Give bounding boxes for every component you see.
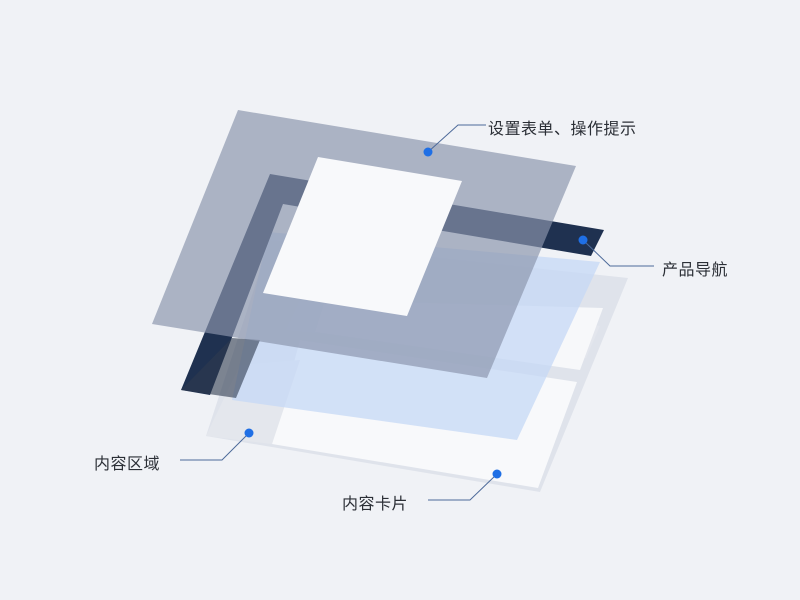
accent-dots (244, 147, 588, 479)
label-form-tips: 设置表单、操作提示 (488, 119, 637, 138)
dot-content-card (492, 469, 502, 479)
form-tips-layer (152, 110, 576, 378)
label-content-area: 内容区域 (94, 454, 161, 473)
label-content-card: 内容卡片 (342, 494, 409, 513)
dot-product-nav (578, 235, 588, 245)
leader-content-card (428, 473, 498, 501)
leader-product-nav (582, 239, 654, 267)
leader-form-tips (427, 124, 486, 153)
label-product-nav: 产品导航 (662, 260, 729, 279)
dot-content-area (244, 428, 254, 438)
leader-lines (180, 124, 654, 501)
dot-form-tips (423, 147, 433, 157)
leader-content-area (180, 432, 250, 461)
